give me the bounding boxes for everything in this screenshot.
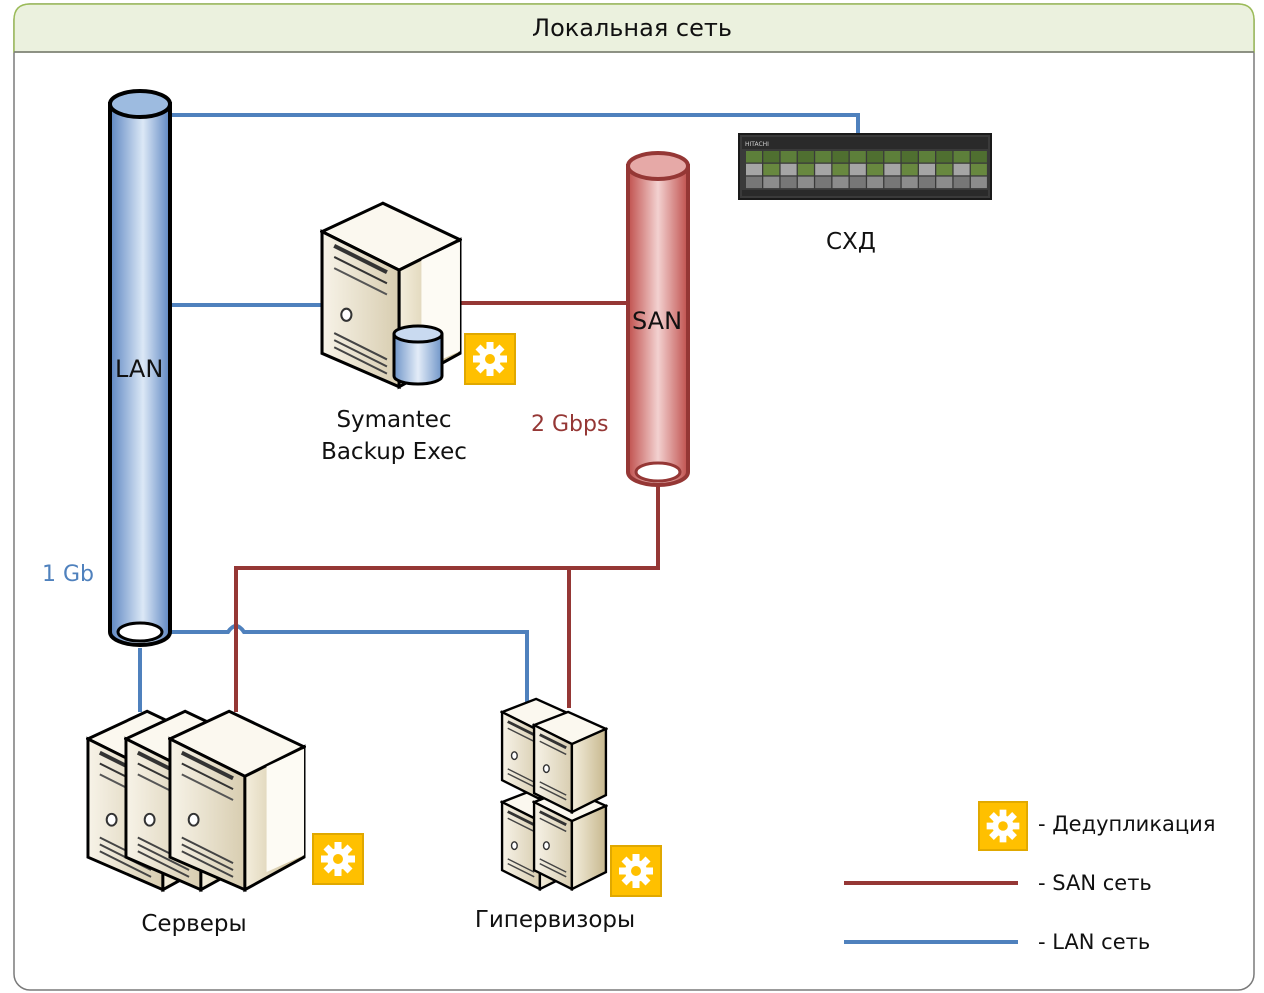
- storage-drive-bay: [936, 151, 953, 163]
- dedup-gear-icon-backup: [464, 333, 516, 385]
- storage-array-icon: HITACHI: [738, 133, 992, 200]
- storage-drive-bay: [953, 151, 970, 163]
- storage-drive-bay: [746, 151, 762, 163]
- storage-drive-bay: [849, 163, 866, 176]
- storage-drive-bay: [970, 151, 987, 163]
- storage-drive-bay: [970, 163, 987, 176]
- dedup-gear-icon-hypervisors: [610, 845, 662, 897]
- storage-drive-bay: [763, 163, 780, 176]
- legend-dedup-label: - Дедупликация: [1038, 812, 1216, 836]
- servers-icon: [86, 709, 306, 892]
- storage-drive-bay: [936, 163, 953, 176]
- lan-pipe: [108, 89, 172, 647]
- storage-drive-bay: [780, 151, 797, 163]
- backup-label-line1: Symantec: [336, 407, 452, 433]
- storage-drive-bay: [849, 151, 866, 163]
- storage-drive-bay: [901, 176, 918, 189]
- storage-drive-bay: [936, 176, 953, 189]
- storage-drive-bay: [953, 163, 970, 176]
- storage-drive-bay: [884, 163, 901, 176]
- storage-drive-bay: [797, 163, 814, 176]
- san-speed-label: 2 Gbps: [531, 412, 609, 437]
- backup-label-line2: Backup Exec: [321, 439, 467, 465]
- storage-drive-bay: [901, 151, 918, 163]
- storage-drive-bay: [919, 163, 935, 176]
- storage-drive-bay: [815, 151, 832, 163]
- dedup-gear-icon-servers: [312, 833, 364, 885]
- storage-label: СХД: [826, 229, 876, 255]
- legend-lan-label: - LAN сеть: [1038, 930, 1151, 954]
- san-link-trunk: [234, 485, 660, 712]
- storage-drive-bay: [884, 176, 901, 189]
- storage-drive-bay: [797, 151, 814, 163]
- backup-server-icon: [322, 203, 460, 387]
- lan-link-storage: [170, 113, 860, 136]
- storage-drive-bay: [953, 176, 970, 189]
- storage-drive-bay: [884, 151, 901, 163]
- storage-drive-bay: [867, 163, 884, 176]
- storage-drive-bay: [867, 151, 884, 163]
- storage-drive-bay: [919, 176, 935, 189]
- storage-drive-bay: [832, 176, 849, 189]
- storage-drive-bay: [832, 163, 849, 176]
- storage-drive-bay: [867, 176, 884, 189]
- lan-pipe-label: LAN: [115, 355, 164, 383]
- storage-drive-bay: [901, 163, 918, 176]
- storage-drive-bay: [797, 176, 814, 189]
- storage-drive-bay: [849, 176, 866, 189]
- storage-brand: HITACHI: [745, 141, 769, 148]
- storage-drive-bay: [780, 163, 797, 176]
- storage-drive-bay: [746, 163, 762, 176]
- lan-speed-label: 1 Gb: [42, 562, 95, 587]
- storage-drive-bay: [970, 176, 987, 189]
- san-pipe-label: SAN: [632, 307, 683, 335]
- hypervisors-label: Гипервизоры: [474, 907, 636, 933]
- storage-drive-bay: [780, 176, 797, 189]
- storage-drive-bay: [919, 151, 935, 163]
- title-bar: [13, 3, 1255, 53]
- database-icon: [392, 324, 444, 386]
- backup-label: Symantec Backup Exec: [300, 404, 488, 468]
- storage-drive-bay: [815, 176, 832, 189]
- storage-drive-bay: [763, 151, 780, 163]
- storage-drive-bay: [746, 176, 762, 189]
- legend-dedup-gear-icon: [978, 801, 1028, 851]
- storage-drive-bay: [832, 151, 849, 163]
- storage-drive-bay: [815, 163, 832, 176]
- san-pipe: [626, 151, 690, 487]
- servers-label: Серверы: [141, 911, 247, 937]
- storage-drive-bay: [763, 176, 780, 189]
- diagram-title: Локальная сеть: [532, 14, 732, 42]
- legend-san-label: - SAN сеть: [1038, 871, 1152, 895]
